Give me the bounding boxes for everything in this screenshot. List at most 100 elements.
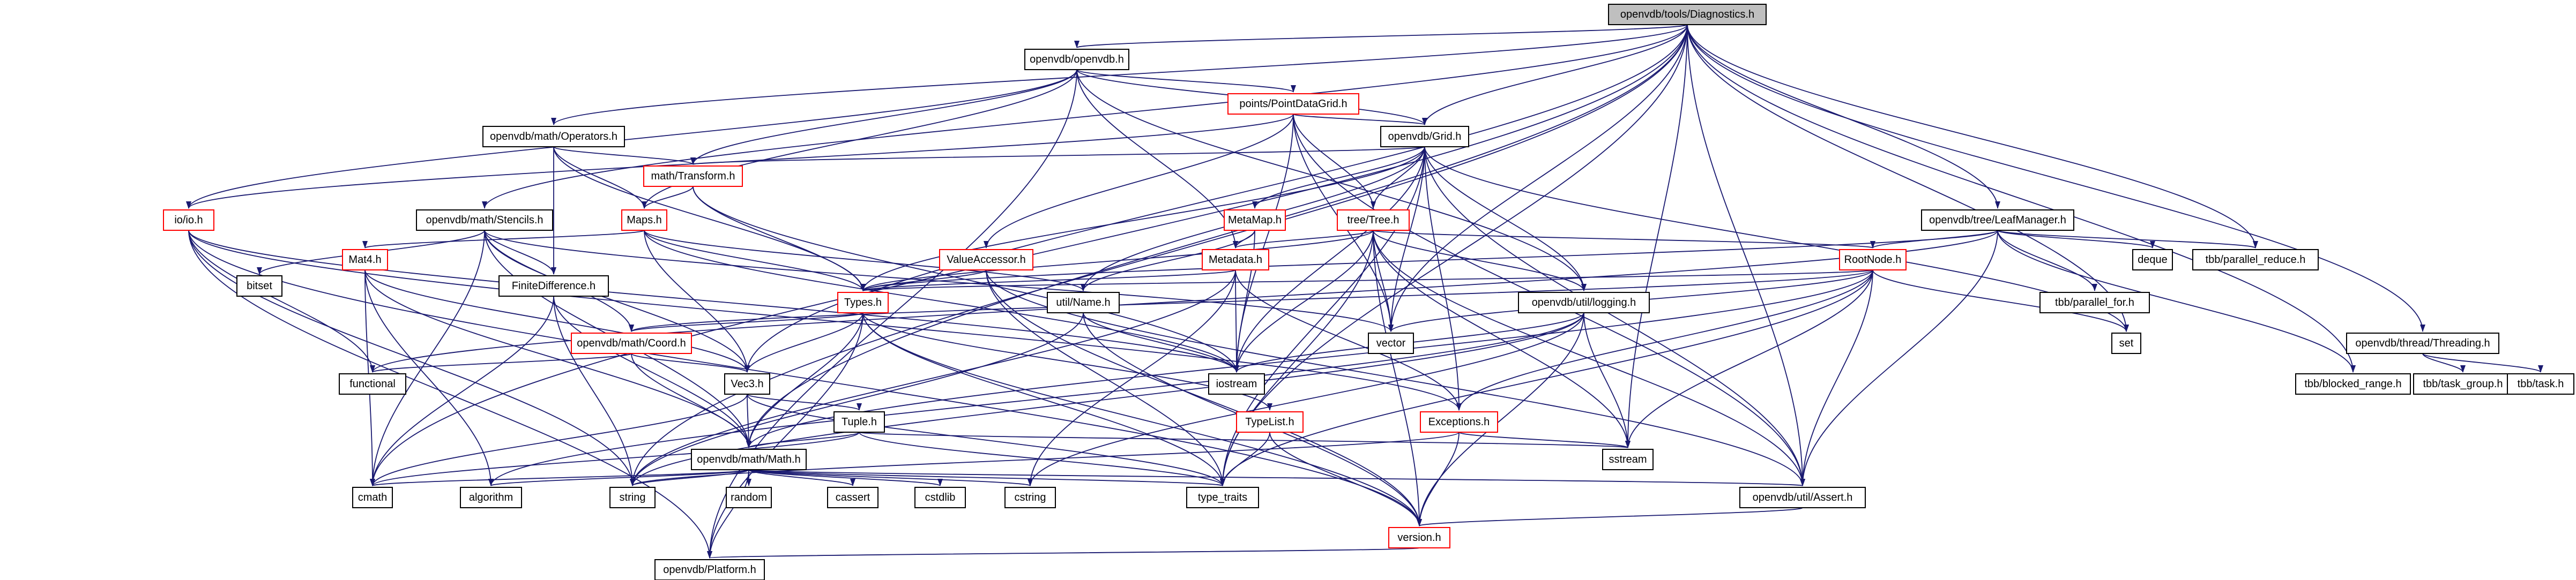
graph-node-blockedrange[interactable]: tbb/blocked_range.h [2295, 373, 2411, 395]
graph-node-box-assert[interactable] [1739, 487, 1866, 508]
graph-node-box-metamap[interactable] [1224, 209, 1286, 231]
graph-node-box-exceptions[interactable] [1420, 411, 1498, 433]
graph-node-sstream[interactable]: sstream [1602, 449, 1654, 470]
graph-node-leafmanager[interactable]: openvdb/tree/LeafManager.h [1921, 209, 2074, 231]
graph-node-box-finitediff[interactable] [498, 275, 609, 297]
graph-node-vec3[interactable]: Vec3.h [724, 373, 770, 395]
graph-node-threading[interactable]: openvdb/thread/Threading.h [2346, 333, 2499, 354]
graph-node-box-string[interactable] [609, 487, 656, 508]
graph-node-version[interactable]: version.h [1388, 527, 1450, 548]
graph-node-cmath[interactable]: cmath [352, 487, 393, 508]
graph-node-box-coord[interactable] [571, 333, 692, 354]
graph-node-deque[interactable]: deque [2132, 249, 2173, 270]
graph-node-grid[interactable]: openvdb/Grid.h [1380, 126, 1469, 147]
graph-node-functional[interactable]: functional [339, 373, 406, 395]
graph-node-typetraits[interactable]: type_traits [1186, 487, 1259, 508]
graph-node-box-bitset[interactable] [236, 275, 282, 297]
graph-node-box-ioio[interactable] [163, 209, 214, 231]
graph-node-box-threading[interactable] [2346, 333, 2499, 354]
graph-node-box-random[interactable] [726, 487, 772, 508]
graph-node-box-blockedrange[interactable] [2295, 373, 2411, 395]
graph-node-iostream[interactable]: iostream [1208, 373, 1265, 395]
graph-node-tuple[interactable]: Tuple.h [833, 411, 885, 433]
graph-node-box-task[interactable] [2507, 373, 2574, 395]
graph-node-box-taskgroup[interactable] [2413, 373, 2513, 395]
graph-node-box-rootnode[interactable] [1839, 249, 1907, 270]
graph-node-box-operators[interactable] [482, 126, 625, 147]
graph-node-box-parallelfor[interactable] [2039, 292, 2150, 313]
graph-node-metadata[interactable]: Metadata.h [1202, 249, 1269, 270]
graph-node-box-cstdlib[interactable] [914, 487, 966, 508]
graph-node-vector[interactable]: vector [1368, 333, 1414, 354]
graph-node-box-types[interactable] [837, 292, 889, 313]
graph-node-box-transform[interactable] [643, 165, 743, 187]
graph-node-box-mat4[interactable] [342, 249, 388, 270]
graph-node-maps[interactable]: Maps.h [621, 209, 667, 231]
graph-node-box-diagnostics[interactable] [1608, 4, 1767, 25]
graph-node-box-typelist[interactable] [1236, 411, 1304, 433]
graph-node-box-openvdb[interactable] [1024, 49, 1129, 70]
graph-node-rootnode[interactable]: RootNode.h [1839, 249, 1907, 270]
graph-node-math[interactable]: openvdb/math/Math.h [691, 449, 807, 470]
graph-node-box-cmath[interactable] [352, 487, 393, 508]
graph-node-box-name[interactable] [1047, 292, 1120, 313]
graph-node-pointdatagrid[interactable]: points/PointDataGrid.h [1227, 93, 1359, 115]
graph-node-finitediff[interactable]: FiniteDifference.h [498, 275, 609, 297]
graph-node-tree[interactable]: tree/Tree.h [1337, 209, 1410, 231]
graph-node-box-version[interactable] [1388, 527, 1450, 548]
graph-node-parallelfor[interactable]: tbb/parallel_for.h [2039, 292, 2150, 313]
graph-node-box-metadata[interactable] [1202, 249, 1269, 270]
graph-node-types[interactable]: Types.h [837, 292, 889, 313]
graph-node-valueaccessor[interactable]: ValueAccessor.h [939, 249, 1033, 270]
graph-node-box-typetraits[interactable] [1186, 487, 1259, 508]
graph-node-box-tuple[interactable] [833, 411, 885, 433]
graph-node-box-stencils[interactable] [416, 209, 553, 231]
graph-node-box-functional[interactable] [339, 373, 406, 395]
graph-node-box-valueaccessor[interactable] [939, 249, 1033, 270]
graph-node-box-iostream[interactable] [1208, 373, 1265, 395]
graph-node-box-tree[interactable] [1337, 209, 1410, 231]
graph-node-box-vector[interactable] [1368, 333, 1414, 354]
graph-node-box-vec3[interactable] [724, 373, 770, 395]
graph-node-box-leafmanager[interactable] [1921, 209, 2074, 231]
graph-node-box-cstring[interactable] [1004, 487, 1056, 508]
graph-node-box-platform[interactable] [654, 559, 765, 580]
graph-node-random[interactable]: random [726, 487, 772, 508]
graph-node-ioio[interactable]: io/io.h [163, 209, 214, 231]
graph-node-coord[interactable]: openvdb/math/Coord.h [571, 333, 692, 354]
graph-node-box-maps[interactable] [621, 209, 667, 231]
graph-node-box-logging[interactable] [1518, 292, 1650, 313]
graph-node-stencils[interactable]: openvdb/math/Stencils.h [416, 209, 553, 231]
graph-node-cstring[interactable]: cstring [1004, 487, 1056, 508]
graph-node-bitset[interactable]: bitset [236, 275, 282, 297]
graph-node-transform[interactable]: math/Transform.h [643, 165, 743, 187]
graph-node-cstdlib[interactable]: cstdlib [914, 487, 966, 508]
graph-node-box-cassert[interactable] [827, 487, 878, 508]
graph-node-string[interactable]: string [609, 487, 656, 508]
graph-node-typelist[interactable]: TypeList.h [1236, 411, 1304, 433]
graph-node-box-sstream[interactable] [1602, 449, 1654, 470]
graph-node-box-math[interactable] [691, 449, 807, 470]
graph-node-box-grid[interactable] [1380, 126, 1469, 147]
graph-node-operators[interactable]: openvdb/math/Operators.h [482, 126, 625, 147]
graph-node-logging[interactable]: openvdb/util/logging.h [1518, 292, 1650, 313]
graph-node-diagnostics[interactable]: openvdb/tools/Diagnostics.h [1608, 4, 1767, 25]
graph-node-task[interactable]: tbb/task.h [2507, 373, 2574, 395]
graph-node-box-parallelreduce[interactable] [2192, 249, 2319, 270]
graph-node-parallelreduce[interactable]: tbb/parallel_reduce.h [2192, 249, 2319, 270]
graph-node-algorithm[interactable]: algorithm [460, 487, 522, 508]
graph-node-metamap[interactable]: MetaMap.h [1224, 209, 1286, 231]
graph-node-box-algorithm[interactable] [460, 487, 522, 508]
graph-node-assert[interactable]: openvdb/util/Assert.h [1739, 487, 1866, 508]
graph-node-platform[interactable]: openvdb/Platform.h [654, 559, 765, 580]
graph-node-box-deque[interactable] [2132, 249, 2173, 270]
graph-node-mat4[interactable]: Mat4.h [342, 249, 388, 270]
graph-node-openvdb[interactable]: openvdb/openvdb.h [1024, 49, 1129, 70]
graph-node-cassert[interactable]: cassert [827, 487, 878, 508]
graph-node-set[interactable]: set [2111, 333, 2141, 354]
graph-node-exceptions[interactable]: Exceptions.h [1420, 411, 1498, 433]
graph-node-box-pointdatagrid[interactable] [1227, 93, 1359, 115]
graph-node-taskgroup[interactable]: tbb/task_group.h [2413, 373, 2513, 395]
graph-node-box-set[interactable] [2111, 333, 2141, 354]
graph-node-name[interactable]: util/Name.h [1047, 292, 1120, 313]
